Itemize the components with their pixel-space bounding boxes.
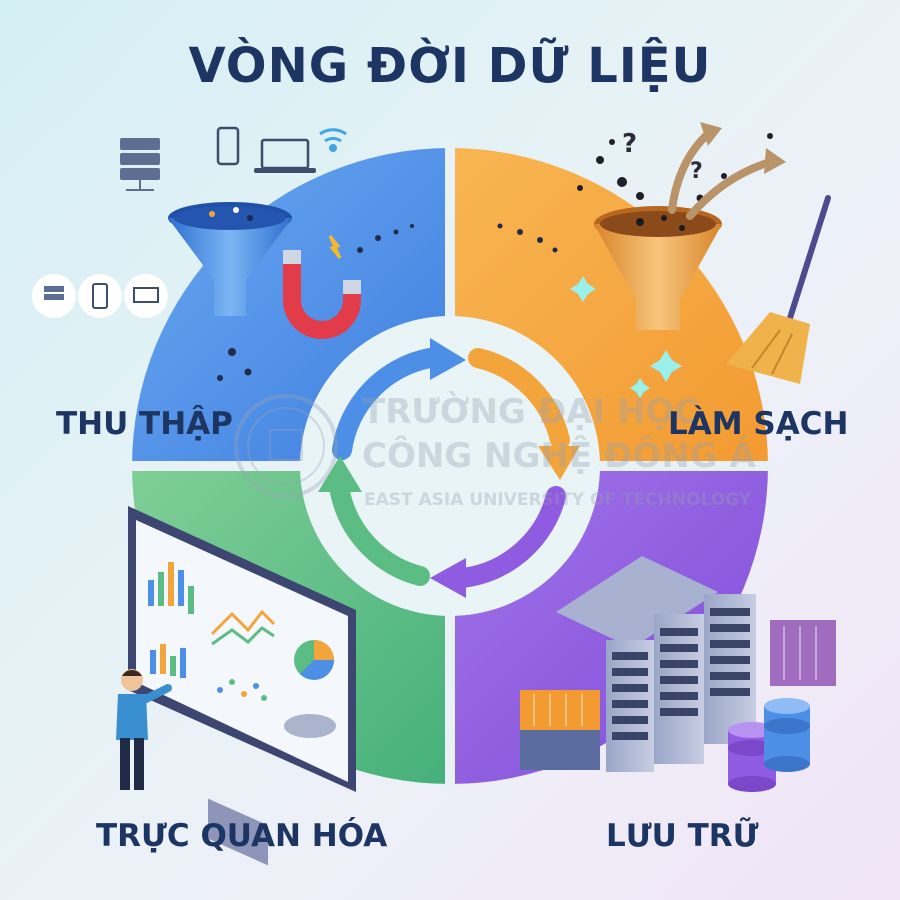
stage-label-visualize: TRỰC QUAN HÓA [96,818,388,854]
stage-label-clean: LÀM SẠCH [668,406,849,442]
dashboard-monitor-icon [128,506,356,866]
shipping-containers-icon [520,620,836,770]
magnet-icon [283,235,361,339]
database-icon [728,698,810,792]
flow-dots [217,223,558,381]
wifi-icon [319,128,347,152]
device-badges [32,274,168,318]
funnel-icon [168,202,292,316]
server-racks-icon [556,556,756,772]
server-icon [120,138,160,191]
watermark-line-2: CÔNG NGHỆ ĐÔNG Á [362,436,756,476]
broom-icon [726,195,831,384]
laptop-icon [254,138,316,173]
question-marks: ? ? [622,129,703,184]
cycle-arrows [330,348,570,588]
svg-text:?: ? [690,159,703,184]
watermark-seal [234,394,338,498]
svg-text:?: ? [622,129,637,159]
cycle-arrowheads [318,338,580,598]
watermark-line-1: TRƯỜNG ĐẠI HỌC [362,392,700,432]
sparkle-icon [570,276,682,398]
person-figure [116,669,172,790]
smartphone-icon [216,126,240,166]
dirty-particles [577,133,773,202]
output-arrows-icon [668,130,774,220]
watermark-line-3: EAST ASIA UNIVERSITY OF TECHNOLOGY [364,490,752,510]
stage-label-store: LƯU TRỮ [606,818,759,854]
stage-label-collect: THU THẬP [56,406,233,442]
page-title: VÒNG ĐỜI DỮ LIỆU [188,38,712,94]
